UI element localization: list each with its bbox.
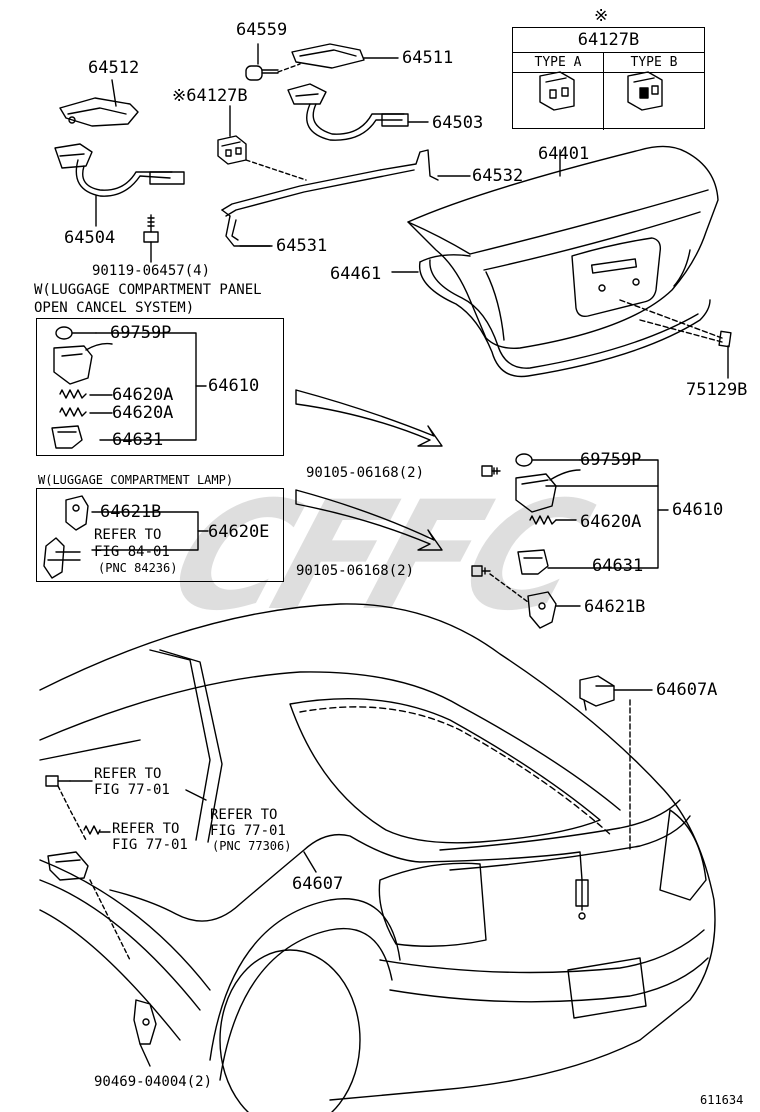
label-64610-right: 64610: [672, 500, 724, 520]
label-64559: 64559: [236, 20, 288, 40]
lamp-fig: FIG 84-01: [94, 544, 170, 560]
panel-label-64620a-1: 64620A: [112, 385, 174, 405]
ref-fig-2: FIG 77-01: [112, 837, 188, 853]
panel-label-64610: 64610: [208, 376, 260, 396]
part-64607a-lock: [579, 675, 615, 711]
label-64631-right: 64631: [592, 556, 644, 576]
type-a-cell: TYPE A: [513, 53, 604, 130]
ref-refer-2: REFER TO: [112, 821, 180, 837]
label-64621b-right: 64621B: [584, 597, 646, 617]
part-75129b: [718, 330, 732, 348]
label-90469: 90469-04004(2): [94, 1074, 213, 1090]
type-b-label: TYPE B: [604, 53, 704, 73]
label-64461: 64461: [330, 264, 382, 284]
label-64531: 64531: [276, 236, 328, 256]
arrow-lower: [295, 489, 443, 551]
type-a-label: TYPE A: [513, 53, 603, 73]
panel-label-64631: 64631: [112, 430, 164, 450]
lamp-box-parts: [43, 495, 89, 579]
part-64512-bracket: [59, 97, 139, 127]
lamp-box-frame: [36, 488, 284, 582]
label-64401: 64401: [538, 144, 590, 164]
ref-refer-1: REFER TO: [94, 766, 162, 782]
label-64532: 64532: [472, 166, 524, 186]
part-64531-rod: [225, 215, 271, 247]
trunk-lid-64401: [407, 145, 719, 349]
type-table-mark: ※: [594, 6, 609, 26]
car-body: [39, 603, 716, 1112]
type-table: 64127B TYPE A TYPE B: [512, 27, 705, 130]
part-64504-rod: [54, 143, 185, 197]
ref-fig-3: FIG 77-01: [210, 823, 286, 839]
lamp-pnc: (PNC 84236): [98, 561, 178, 575]
lamp-label-64621b: 64621B: [100, 502, 162, 522]
ref-pnc-3: (PNC 77306): [212, 839, 292, 853]
part-64461-seal: [418, 254, 711, 378]
part-90119-bolt: [143, 214, 159, 243]
part-64127b-clip: [217, 135, 247, 165]
bolt-90105-lower: [471, 565, 491, 577]
ref-fig-1: FIG 77-01: [94, 782, 170, 798]
label-64503: 64503: [432, 113, 484, 133]
label-64607: 64607: [292, 874, 344, 894]
car-left-parts: [45, 775, 157, 1067]
panel-box-frame: [36, 318, 284, 456]
ref-refer-3: REFER TO: [210, 807, 278, 823]
label-64504: 64504: [64, 228, 116, 248]
latch-64610-right: [515, 453, 581, 575]
panel-box-title-2: OPEN CANCEL SYSTEM): [34, 300, 195, 316]
lamp-refer: REFER TO: [94, 527, 162, 543]
label-69759p-right: 69759P: [580, 450, 642, 470]
label-64620a-right: 64620A: [580, 512, 642, 532]
lamp-label-64620e: 64620E: [208, 522, 270, 542]
bolt-90105-upper: [481, 465, 501, 477]
type-b-cell: TYPE B: [604, 53, 704, 130]
label-64127b: ※64127B: [172, 86, 248, 106]
diagram-code: 611634: [700, 1093, 744, 1107]
type-table-code: 64127B: [513, 28, 704, 53]
label-64511: 64511: [402, 48, 454, 68]
label-64512: 64512: [88, 58, 140, 78]
panel-box-parts: [51, 326, 113, 449]
part-64503-rod: [287, 83, 409, 141]
part-64532-rod: [221, 149, 439, 217]
label-64607a: 64607A: [656, 680, 718, 700]
panel-label-64620a-2: 64620A: [112, 403, 174, 423]
part-64511-bracket: [291, 43, 365, 69]
arrow-upper: [295, 389, 443, 447]
label-75129b: 75129B: [686, 380, 748, 400]
label-90105-lower: 90105-06168(2): [296, 563, 415, 579]
panel-box-title-1: W(LUGGAGE COMPARTMENT PANEL: [34, 282, 262, 298]
part-64559-pin: [245, 65, 279, 81]
label-90105-upper: 90105-06168(2): [306, 465, 425, 481]
label-90119: 90119-06457(4): [92, 263, 211, 279]
lamp-box-title: W(LUGGAGE COMPARTMENT LAMP): [38, 473, 234, 487]
panel-label-69759p: 69759P: [110, 323, 172, 343]
part-64621b-right: [527, 591, 557, 629]
